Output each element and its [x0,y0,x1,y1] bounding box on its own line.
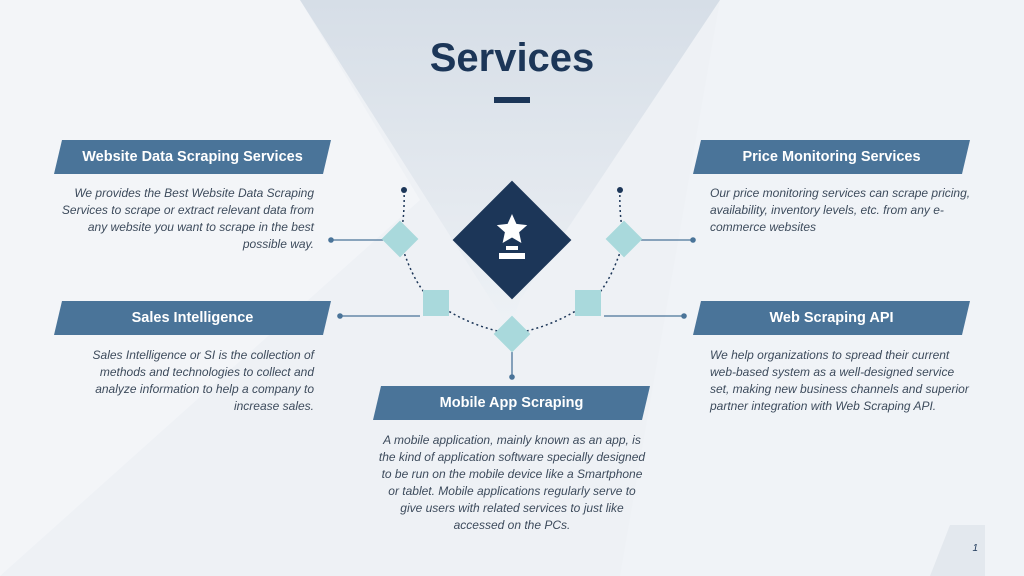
banner-web-scraping-api: Web Scraping API [693,301,970,335]
dotted-arc-right [511,189,625,335]
trophy-star-icon [496,214,528,259]
connector-dot-sales-intelligence [337,313,343,319]
page-number: 1 [972,543,978,554]
title-underline [494,97,530,103]
connector-dot-price-monitoring [690,237,696,243]
page-title: Services [429,36,595,80]
banner-price-monitoring: Price Monitoring Services [693,140,970,174]
banner-mobile-app-scraping: Mobile App Scraping [373,386,650,420]
desc-mobile-app-scraping: A mobile application, mainly known as an… [378,433,646,532]
node-diamond-website-scraping [381,220,419,258]
dotted-arc-left [399,189,513,335]
desc-sales-intelligence: Sales Intelligence or SI is the collecti… [92,348,314,413]
connector-dot-mobile-app [509,374,515,380]
node-diamond-mobile-app [493,315,531,353]
arc-end-dot-left [401,187,407,193]
desc-web-scraping-api: We help organizations to spread their cu… [710,348,969,413]
center-diamond [452,180,572,300]
node-square-sales-intelligence [423,290,449,316]
connector-dot-website-scraping [328,237,334,243]
node-diamond-price-monitoring [605,220,643,258]
desc-website-data-scraping: We provides the Best Website Data Scrapi… [61,186,314,251]
connector-dot-web-scraping-api [681,313,687,319]
photo-wedge [300,0,720,330]
node-square-web-scraping-api [575,290,601,316]
banner-website-data-scraping: Website Data Scraping Services [54,140,331,174]
desc-price-monitoring: Our price monitoring services can scrape… [710,186,971,234]
banner-sales-intelligence: Sales Intelligence [54,301,331,335]
arc-end-dot-right [617,187,623,193]
